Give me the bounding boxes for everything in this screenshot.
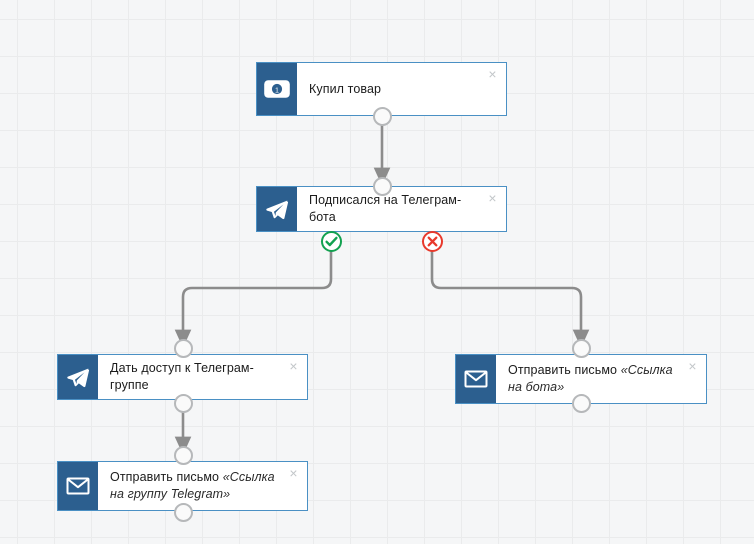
node-body: Дать доступ к Телеграм-группе × bbox=[98, 355, 307, 399]
port-subscribed-bot-failure-output[interactable] bbox=[421, 230, 443, 252]
node-body: Отправить письмо «Ссылка на бота» × bbox=[496, 355, 706, 403]
port-send-email-group-link-input[interactable] bbox=[173, 445, 193, 465]
email-icon bbox=[58, 462, 98, 510]
node-label-main: Дать доступ к Телеграм-группе bbox=[110, 361, 254, 392]
node-label-quoted: «Ссылка на группу Telegram» bbox=[110, 470, 275, 501]
node-label-main: Купил товар bbox=[309, 81, 382, 96]
email-icon bbox=[456, 355, 496, 403]
port-subscribed-bot-success-output[interactable] bbox=[320, 230, 342, 252]
node-label: Отправить письмо «Ссылка на группу Teleg… bbox=[110, 469, 281, 503]
node-label-main: Подписался на Телеграм-бота bbox=[309, 193, 462, 224]
node-grant-telegram-group-access[interactable]: Дать доступ к Телеграм-группе × bbox=[57, 354, 308, 400]
edge-no-to-email-bot[interactable] bbox=[430, 250, 590, 348]
telegram-icon bbox=[257, 187, 297, 231]
close-icon[interactable]: × bbox=[488, 66, 497, 82]
node-body: Отправить письмо «Ссылка на группу Teleg… bbox=[98, 462, 307, 510]
node-body: Подписался на Телеграм-бота × bbox=[297, 187, 506, 231]
port-grant-access-output[interactable] bbox=[173, 393, 193, 413]
node-send-email-bot-link[interactable]: Отправить письмо «Ссылка на бота» × bbox=[455, 354, 707, 404]
port-grant-access-input[interactable] bbox=[173, 338, 193, 358]
port-send-email-group-link-output[interactable] bbox=[173, 502, 193, 522]
port-bought-product-output[interactable] bbox=[372, 106, 392, 126]
close-icon[interactable]: × bbox=[289, 358, 298, 374]
edge-yes-to-grant[interactable] bbox=[174, 250, 333, 348]
banknote-icon: 1 bbox=[257, 63, 297, 115]
port-send-email-bot-link-input[interactable] bbox=[571, 338, 591, 358]
port-subscribed-bot-input[interactable] bbox=[372, 176, 392, 196]
node-label: Отправить письмо «Ссылка на бота» bbox=[508, 362, 680, 396]
node-label: Дать доступ к Телеграм-группе bbox=[110, 360, 281, 394]
svg-text:1: 1 bbox=[275, 85, 279, 94]
node-label-main: Отправить письмо bbox=[508, 363, 621, 377]
close-icon[interactable]: × bbox=[488, 190, 497, 206]
node-label-quoted: «Ссылка на бота» bbox=[508, 363, 673, 394]
node-label-main: Отправить письмо bbox=[110, 470, 223, 484]
node-body: Купил товар × bbox=[297, 63, 506, 115]
node-label: Подписался на Телеграм-бота bbox=[309, 192, 480, 226]
node-label: Купил товар bbox=[309, 81, 381, 98]
close-icon[interactable]: × bbox=[688, 358, 697, 374]
telegram-icon bbox=[58, 355, 98, 399]
port-send-email-bot-link-output[interactable] bbox=[571, 393, 591, 413]
close-icon[interactable]: × bbox=[289, 465, 298, 481]
